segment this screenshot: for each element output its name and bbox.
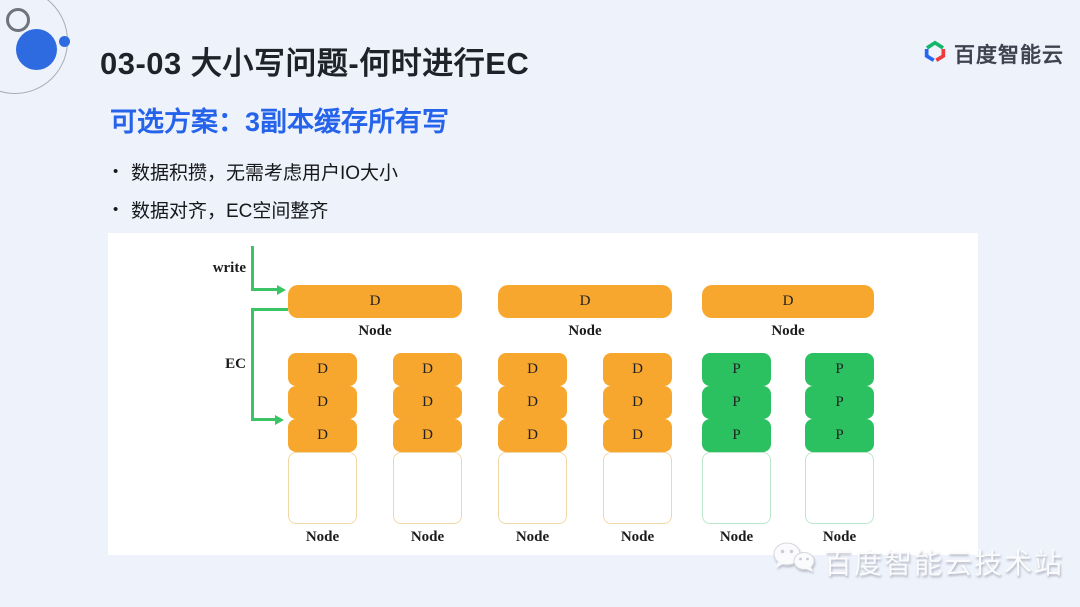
ec-arrow-line — [251, 418, 275, 421]
write-arrowhead-icon — [277, 285, 286, 295]
replica-bar: D — [288, 285, 462, 318]
replica-bar-label: D — [579, 293, 591, 309]
parity-block: P — [702, 386, 771, 419]
free-space-box — [702, 452, 771, 524]
replica-node-label: Node — [358, 323, 392, 339]
free-space-box — [603, 452, 672, 524]
watermark-text: 百度智能云技术站 — [824, 547, 1065, 579]
replica-node-label: Node — [771, 323, 805, 339]
data-block: D — [498, 386, 567, 419]
node-label: Node — [515, 529, 550, 545]
parity-block: P — [805, 353, 874, 386]
brand-logo: 百度智能云 — [922, 38, 1064, 69]
node-label: Node — [620, 529, 655, 545]
ec-arrowhead-icon — [275, 415, 284, 425]
write-label: write — [212, 260, 246, 276]
parity-block: P — [702, 353, 771, 386]
baidu-cloud-logo-icon — [922, 38, 948, 69]
ec-arrow-line — [251, 308, 254, 421]
free-space-box — [805, 452, 874, 524]
data-block: D — [498, 419, 567, 452]
replica-bar: D — [702, 285, 874, 318]
data-block: D — [603, 419, 672, 452]
wechat-icon — [772, 540, 816, 583]
decor-blue-dot — [59, 36, 70, 47]
ec-node-column: D D D Node — [393, 353, 462, 546]
ec-node-column: D D D Node — [498, 353, 567, 546]
replica-bar-label: D — [782, 293, 794, 309]
parity-block: P — [702, 419, 771, 452]
free-space-box — [498, 452, 567, 524]
ec-node-column: D D D Node — [288, 353, 357, 546]
decor-gray-ring — [6, 8, 30, 32]
node-label: Node — [822, 529, 857, 545]
data-block: D — [288, 419, 357, 452]
page-title: 03-03 大小写问题-何时进行EC — [100, 46, 530, 81]
ec-node-column: P P P Node — [702, 353, 771, 546]
bullet-text: 数据积攒，无需考虑用户IO大小 — [131, 162, 399, 184]
section-subtitle: 可选方案：3副本缓存所有写 — [110, 107, 450, 137]
node-label: Node — [305, 529, 340, 545]
node-label: Node — [410, 529, 445, 545]
ec-node-column: P P P Node — [805, 353, 874, 546]
data-block: D — [393, 386, 462, 419]
data-block: D — [603, 386, 672, 419]
write-arrow-line — [251, 288, 277, 291]
free-space-box — [393, 452, 462, 524]
replica-node-label: Node — [568, 323, 602, 339]
free-space-box — [288, 452, 357, 524]
list-item: • 数据对齐，EC空间整齐 — [113, 190, 398, 228]
data-block: D — [393, 419, 462, 452]
parity-block: P — [805, 419, 874, 452]
data-block: D — [393, 353, 462, 386]
ec-diagram-panel: write EC D Node D Node D Node D D D Nod — [108, 233, 978, 555]
node-label: Node — [719, 529, 754, 545]
brand-logo-text: 百度智能云 — [954, 43, 1064, 67]
data-block: D — [288, 353, 357, 386]
ec-arrow-line — [251, 308, 288, 311]
data-block: D — [603, 353, 672, 386]
bullet-dot: • — [113, 200, 119, 218]
parity-block: P — [805, 386, 874, 419]
ec-label: EC — [225, 356, 246, 372]
bullet-list: • 数据积攒，无需考虑用户IO大小 • 数据对齐，EC空间整齐 — [113, 152, 398, 228]
replica-bar: D — [498, 285, 672, 318]
list-item: • 数据积攒，无需考虑用户IO大小 — [113, 152, 398, 190]
write-arrow-line — [251, 246, 254, 291]
bullet-dot: • — [113, 162, 119, 180]
ec-node-column: D D D Node — [603, 353, 672, 546]
replica-bar-label: D — [369, 293, 381, 309]
bullet-text: 数据对齐，EC空间整齐 — [131, 200, 329, 222]
decor-blue-circle — [16, 29, 57, 70]
data-block: D — [288, 386, 357, 419]
watermark: 百度智能云技术站 — [772, 540, 1064, 583]
data-block: D — [498, 353, 567, 386]
